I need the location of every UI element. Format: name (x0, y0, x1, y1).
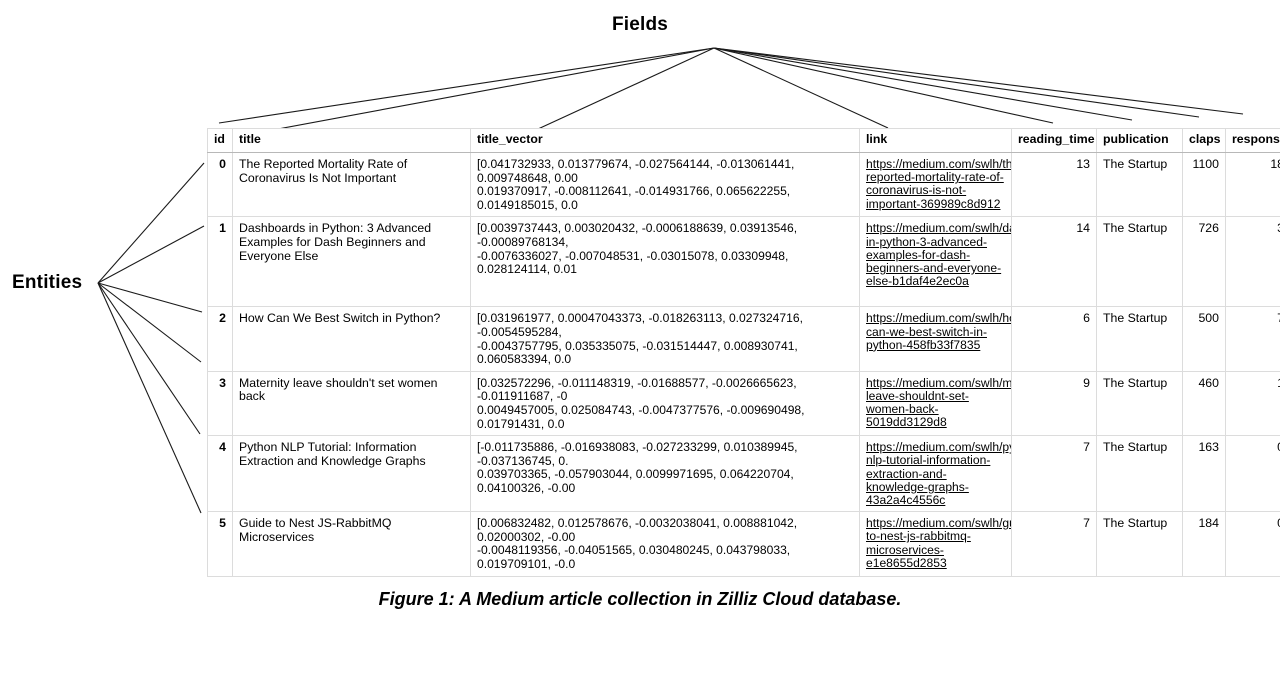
column-header-claps[interactable]: claps (1182, 128, 1226, 153)
vector-line-1: [0.032572296, -0.011148319, -0.01688577,… (477, 375, 797, 404)
cell-claps: 726 (1182, 216, 1226, 308)
table-row: 0 The Reported Mortality Rate of Coronav… (207, 151, 1280, 218)
cell-title: Dashboards in Python: 3 Advanced Example… (232, 216, 471, 308)
table-row: 5 Guide to Nest JS-RabbitMQ Microservice… (207, 511, 1280, 577)
article-link[interactable]: https://medium.com/swlh/python-nlp-tutor… (866, 440, 1011, 507)
cell-title-vector: [-0.011735886, -0.016938083, -0.02723329… (470, 435, 860, 513)
cell-link[interactable]: https://medium.com/swlh/maternity-leave-… (859, 370, 1012, 437)
column-header-id[interactable]: id (207, 128, 233, 153)
cell-id: 0 (207, 151, 233, 218)
vector-line-2: 0.039703365, -0.057903044, 0.0099971695,… (477, 467, 794, 495)
collection-table: id title title_vector link reading_time … (207, 128, 1280, 577)
fields-line-vector (537, 47, 715, 130)
cell-title: The Reported Mortality Rate of Coronavir… (232, 151, 471, 218)
vector-line-2: 0.0049457005, 0.025084743, -0.0047377576… (477, 402, 805, 431)
cell-responses: 1 (1225, 370, 1280, 437)
cell-publication: The Startup (1096, 216, 1183, 308)
cell-responses: 18 (1225, 151, 1280, 218)
cell-publication: The Startup (1096, 511, 1183, 577)
cell-title-vector: [0.041732933, 0.013779674, -0.027564144,… (470, 151, 860, 218)
cell-title-vector: [0.0039737443, 0.003020432, -0.000618863… (470, 216, 860, 308)
column-header-reading-time[interactable]: reading_time (1011, 128, 1097, 153)
article-link[interactable]: https://medium.com/swlh/guide-to-nest-js… (866, 516, 1011, 570)
cell-link[interactable]: https://medium.com/swlh/guide-to-nest-js… (859, 511, 1012, 577)
column-header-publication[interactable]: publication (1096, 128, 1183, 153)
cell-publication: The Startup (1096, 306, 1183, 372)
cell-responses: 0 (1225, 511, 1280, 577)
table-row: 3 Maternity leave shouldn't set women ba… (207, 370, 1280, 437)
cell-publication: The Startup (1096, 151, 1183, 218)
fields-connector-group (218, 47, 1244, 130)
cell-claps: 460 (1182, 370, 1226, 437)
vector-line-2: -0.0048119356, -0.04051565, 0.030480245,… (477, 543, 791, 571)
cell-id: 2 (207, 306, 233, 372)
cell-title: Maternity leave shouldn't set women back (232, 370, 471, 437)
cell-link[interactable]: https://medium.com/swlh/python-nlp-tutor… (859, 435, 1012, 513)
fields-line-claps (713, 47, 1200, 118)
article-link[interactable]: https://medium.com/swlh/maternity-leave-… (866, 375, 1012, 430)
vector-line-1: [0.006832482, 0.012578676, -0.0032038041… (477, 516, 798, 544)
fields-label: Fields (611, 14, 669, 35)
cell-claps: 500 (1182, 306, 1226, 372)
fields-line-title (277, 47, 715, 130)
column-header-title[interactable]: title (232, 128, 471, 153)
column-header-title-vector[interactable]: title_vector (470, 128, 860, 153)
table-row: 1 Dashboards in Python: 3 Advanced Examp… (207, 216, 1280, 308)
cell-publication: The Startup (1096, 435, 1183, 513)
entities-line-row3 (97, 282, 202, 363)
vector-line-2: -0.0043757795, 0.035335075, -0.031514447… (477, 338, 798, 367)
cell-reading-time: 9 (1011, 370, 1097, 437)
column-header-link[interactable]: link (859, 128, 1012, 153)
cell-title-vector: [0.032572296, -0.011148319, -0.01688577,… (470, 370, 860, 437)
article-link[interactable]: https://medium.com/swlh/the-reported-mor… (866, 157, 1012, 211)
fields-line-id (218, 47, 715, 124)
article-link[interactable]: https://medium.com/swlh/how-can-we-best-… (866, 311, 1011, 352)
vector-line-2: -0.0076336027, -0.007048531, -0.03015078… (477, 248, 789, 277)
fields-line-link (713, 47, 889, 129)
article-link[interactable]: https://medium.com/swlh/dashboards-in-py… (866, 221, 1011, 289)
cell-reading-time: 14 (1011, 216, 1097, 308)
fields-line-resp (713, 47, 1244, 115)
entities-label: Entities (12, 272, 83, 293)
vector-line-1: [0.0039737443, 0.003020432, -0.000618863… (477, 221, 798, 249)
cell-title: Guide to Nest JS-RabbitMQ Microservices (232, 511, 471, 577)
cell-responses: 7 (1225, 306, 1280, 372)
cell-responses: 3 (1225, 216, 1280, 308)
cell-id: 3 (207, 370, 233, 437)
table-row: 2 How Can We Best Switch in Python? [0.0… (207, 306, 1280, 372)
cell-id: 5 (207, 511, 233, 577)
cell-link[interactable]: https://medium.com/swlh/the-reported-mor… (859, 151, 1012, 218)
fields-line-reading (713, 47, 1054, 124)
vector-line-1: [0.031961977, 0.00047043373, -0.01826311… (477, 311, 803, 339)
cell-title-vector: [0.031961977, 0.00047043373, -0.01826311… (470, 306, 860, 372)
cell-claps: 163 (1182, 435, 1226, 513)
cell-responses: 0 (1225, 435, 1280, 513)
cell-reading-time: 7 (1011, 511, 1097, 577)
entities-connector-group (97, 162, 205, 514)
cell-reading-time: 7 (1011, 435, 1097, 513)
table-header-row: id title title_vector link reading_time … (207, 128, 1280, 153)
column-header-responses[interactable]: responses (1225, 128, 1280, 153)
cell-reading-time: 13 (1011, 151, 1097, 218)
cell-link[interactable]: https://medium.com/swlh/how-can-we-best-… (859, 306, 1012, 372)
vector-line-2: 0.019370917, -0.008112641, -0.014931766,… (477, 184, 791, 212)
table-row: 4 Python NLP Tutorial: Information Extra… (207, 435, 1280, 513)
cell-id: 1 (207, 216, 233, 308)
entities-line-row4 (97, 282, 201, 435)
cell-id: 4 (207, 435, 233, 513)
cell-link[interactable]: https://medium.com/swlh/dashboards-in-py… (859, 216, 1012, 308)
cell-title-vector: [0.006832482, 0.012578676, -0.0032038041… (470, 511, 860, 577)
cell-publication: The Startup (1096, 370, 1183, 437)
entities-line-row5 (97, 282, 202, 514)
fields-line-pub (713, 47, 1133, 121)
vector-line-1: [0.041732933, 0.013779674, -0.027564144,… (477, 157, 795, 185)
cell-claps: 184 (1182, 511, 1226, 577)
cell-reading-time: 6 (1011, 306, 1097, 372)
cell-title: Python NLP Tutorial: Information Extract… (232, 435, 471, 513)
vector-line-1: [-0.011735886, -0.016938083, -0.02723329… (477, 440, 798, 468)
cell-claps: 1100 (1182, 151, 1226, 218)
cell-title: How Can We Best Switch in Python? (232, 306, 471, 372)
entities-line-row0 (97, 162, 205, 284)
figure-caption: Figure 1: A Medium article collection in… (378, 589, 902, 609)
